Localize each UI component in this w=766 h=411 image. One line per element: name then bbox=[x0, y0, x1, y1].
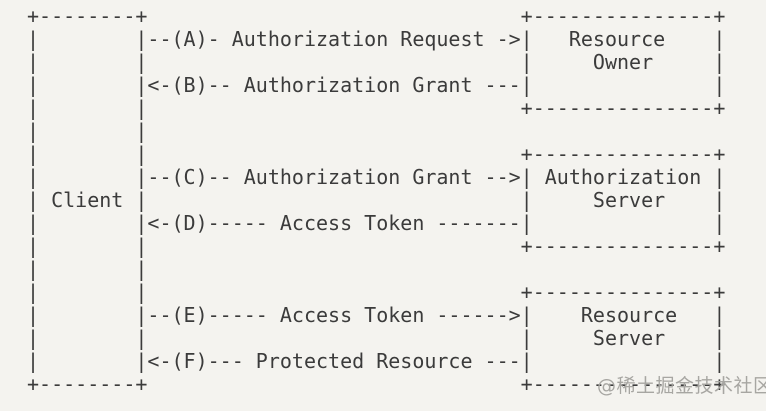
juejin-watermark: @稀土掘金技术社区 bbox=[597, 375, 766, 397]
oauth-abstract-flow-ascii-diagram: +--------+ +---------------+ | |--(A)- A… bbox=[27, 4, 726, 396]
